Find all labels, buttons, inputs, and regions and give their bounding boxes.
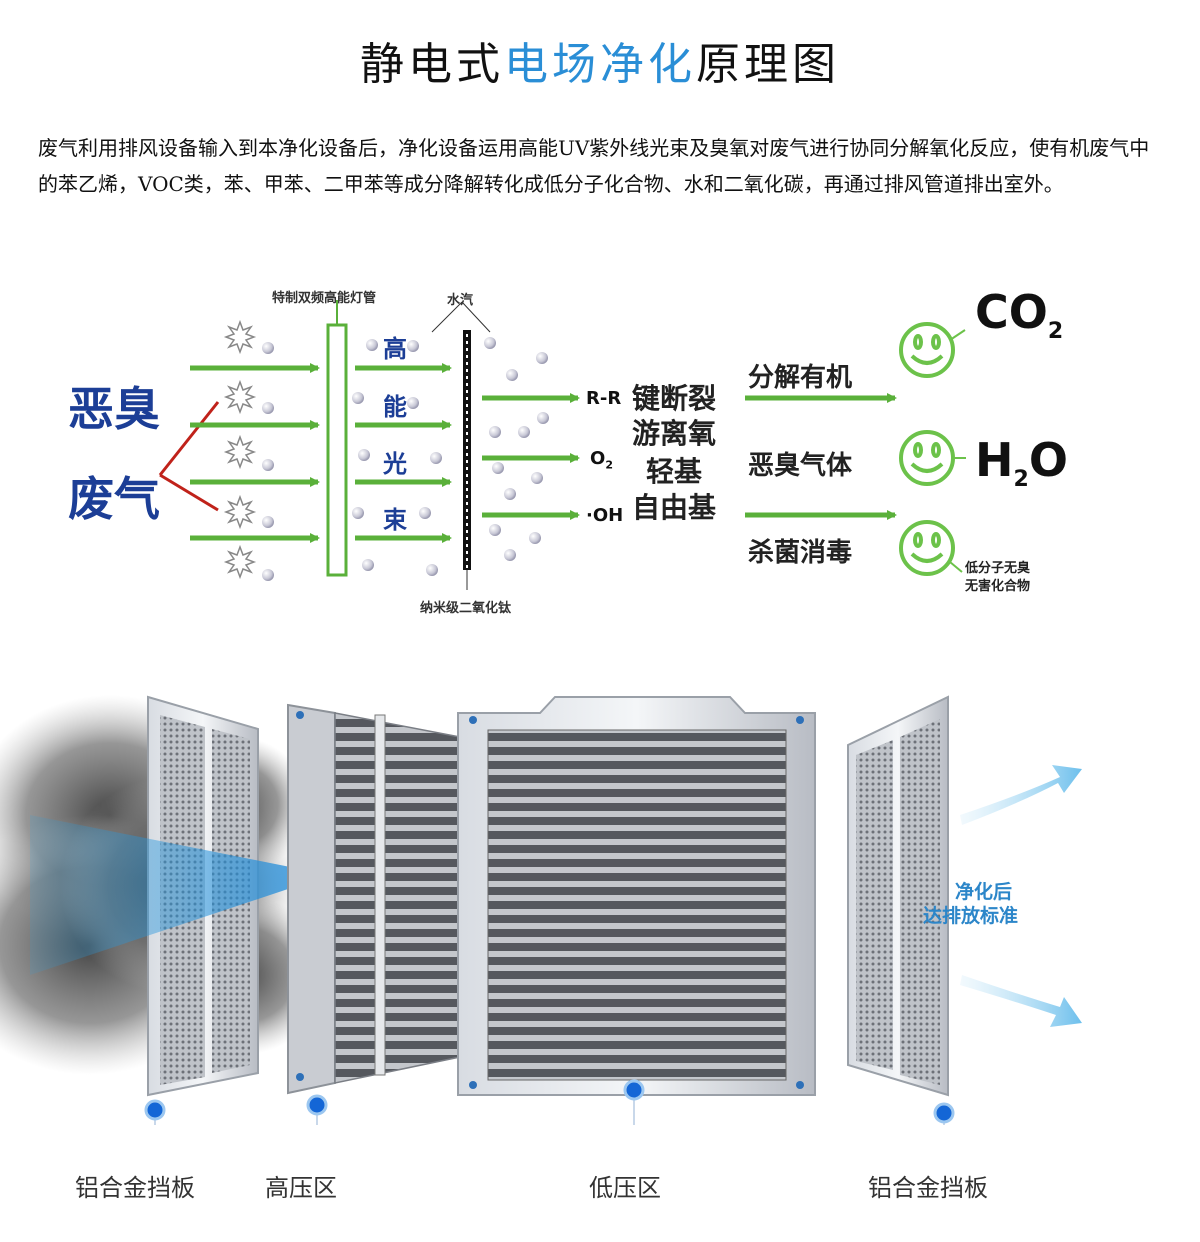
- effect-2: 恶臭气体: [748, 451, 853, 481]
- effect-3: 杀菌消毒: [748, 538, 853, 568]
- title-suffix: 原理图: [696, 39, 840, 90]
- beam-char-1: 高: [383, 335, 407, 363]
- component-label-right-baffle: 铝合金挡板: [868, 1174, 988, 1202]
- beam-char-3: 光: [383, 450, 407, 478]
- input-arrows: [190, 363, 320, 543]
- process-line-3: 轻基: [646, 455, 703, 488]
- effect-1: 分解有机: [748, 363, 853, 393]
- smiley-icon-low-molecule: [899, 520, 963, 576]
- low-molecule-line-2: 无害化合物: [965, 579, 1031, 594]
- purified-label-1: 净化后: [955, 881, 1013, 903]
- radical-o2-main: O: [590, 448, 606, 469]
- process-line-4: 自由基: [632, 491, 717, 524]
- label-markers: [144, 1079, 955, 1125]
- radical-oh: ·OH: [586, 505, 624, 526]
- radical-o2-sub: 2: [605, 458, 613, 472]
- vapor-label: 水汽: [447, 293, 474, 308]
- source-label-1: 恶臭: [68, 382, 160, 436]
- product-h2o: H2O: [975, 433, 1068, 492]
- intro-paragraph: 废气利用排风设备输入到本净化设备后，净化设备运用高能UV紫外线光束及臭氧对废气进…: [38, 136, 1150, 196]
- co2-main: CO: [975, 285, 1048, 339]
- low-voltage-module: [457, 696, 816, 1096]
- beam-char-4: 束: [383, 506, 407, 534]
- molecule-dots: [262, 337, 549, 581]
- h2o-sub: 2: [1013, 467, 1029, 493]
- h2o-h: H: [975, 433, 1014, 487]
- titanium-label: 纳米级二氧化钛: [420, 601, 512, 616]
- low-molecule-line-1: 低分子无臭: [965, 561, 1031, 576]
- inflow-beam: [30, 815, 330, 975]
- source-label-2: 废气: [68, 472, 160, 526]
- high-voltage-module: [287, 703, 461, 1095]
- h2o-o: O: [1028, 433, 1068, 487]
- radical-o2: O2: [590, 448, 613, 472]
- effect-arrows: [745, 393, 897, 520]
- equipment-illustration: [0, 695, 1082, 1125]
- beam-arrows: [355, 363, 452, 543]
- titanium-bar: [463, 330, 471, 570]
- right-aluminum-baffle: [847, 695, 949, 1097]
- pollutant-burst-icons: [223, 319, 257, 580]
- principle-diagram: [158, 300, 966, 590]
- component-label-high-voltage: 高压区: [265, 1174, 337, 1202]
- smiley-icon-co2: [899, 322, 966, 378]
- outflow-arrows: [960, 765, 1082, 1027]
- component-label-low-voltage: 低压区: [589, 1174, 661, 1202]
- radical-rr: R-R: [586, 388, 622, 409]
- title-highlight: 电场净化: [504, 39, 696, 90]
- beam-char-2: 能: [383, 393, 407, 421]
- process-line-1: 键断裂: [632, 382, 717, 415]
- page-title: 静电式电场净化原理图: [0, 28, 1200, 92]
- purified-label-2: 达排放标准: [923, 905, 1019, 927]
- co2-sub: 2: [1047, 319, 1064, 345]
- component-label-left-baffle: 铝合金挡板: [75, 1174, 195, 1202]
- title-prefix: 静电式: [360, 39, 504, 90]
- product-co2: CO2: [975, 285, 1063, 344]
- radical-arrows: [482, 393, 580, 520]
- source-branch-lines: [158, 401, 220, 512]
- lamp-label: 特制双频高能灯管: [272, 291, 377, 306]
- smiley-icon-h2o: [899, 430, 966, 486]
- process-line-2: 游离氧: [632, 417, 717, 450]
- lamp-tube: [326, 323, 348, 577]
